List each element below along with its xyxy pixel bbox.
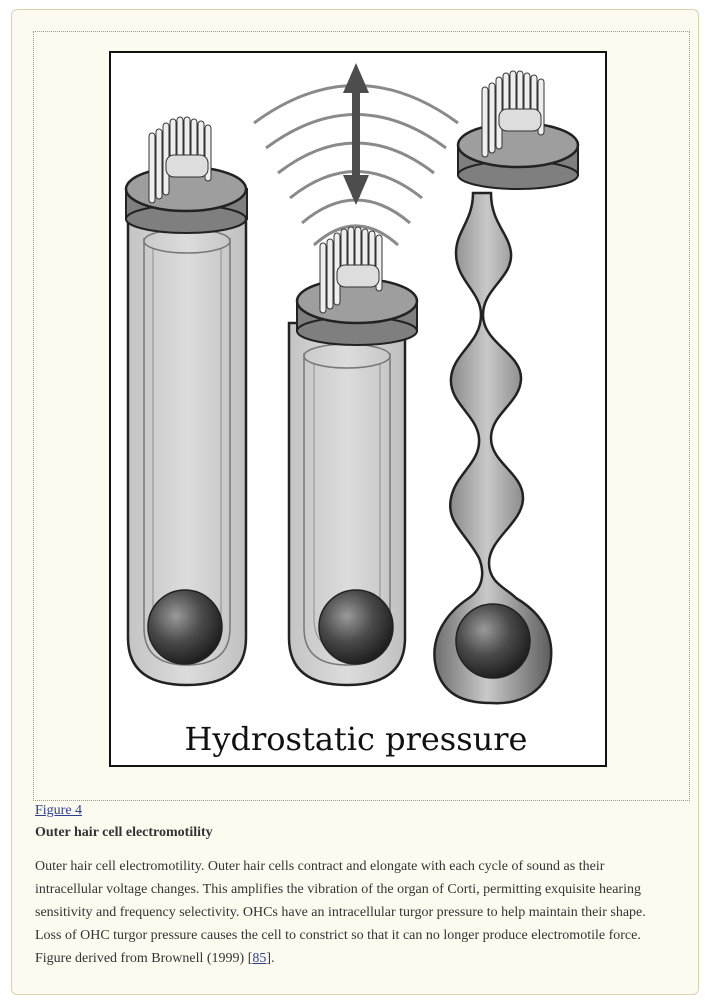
caption-ref-open: [ <box>247 951 253 966</box>
figure-frame: Hydrostatic pressure <box>33 31 690 801</box>
figure-title: Outer hair cell electromotility <box>35 825 213 840</box>
reference-link[interactable]: 85 <box>252 951 267 966</box>
constricted-cell <box>433 70 580 705</box>
figure-caption: Outer hair cell electromotility. Outer h… <box>35 855 675 970</box>
hair-cell-illustration: Hydrostatic pressure <box>124 63 580 758</box>
double-arrow-icon <box>343 63 369 205</box>
elongated-cell <box>124 116 248 687</box>
caption-text: Outer hair cell electromotility. Outer h… <box>35 859 646 966</box>
contracted-cell <box>287 226 419 687</box>
figure-panel: Hydrostatic pressure Figure 4 Outer hair… <box>11 9 699 995</box>
figure-link[interactable]: Figure 4 <box>35 803 83 818</box>
caption-ref-close: ]. <box>266 951 275 966</box>
figure-image[interactable]: Hydrostatic pressure <box>109 51 607 767</box>
image-label: Hydrostatic pressure <box>185 720 528 758</box>
